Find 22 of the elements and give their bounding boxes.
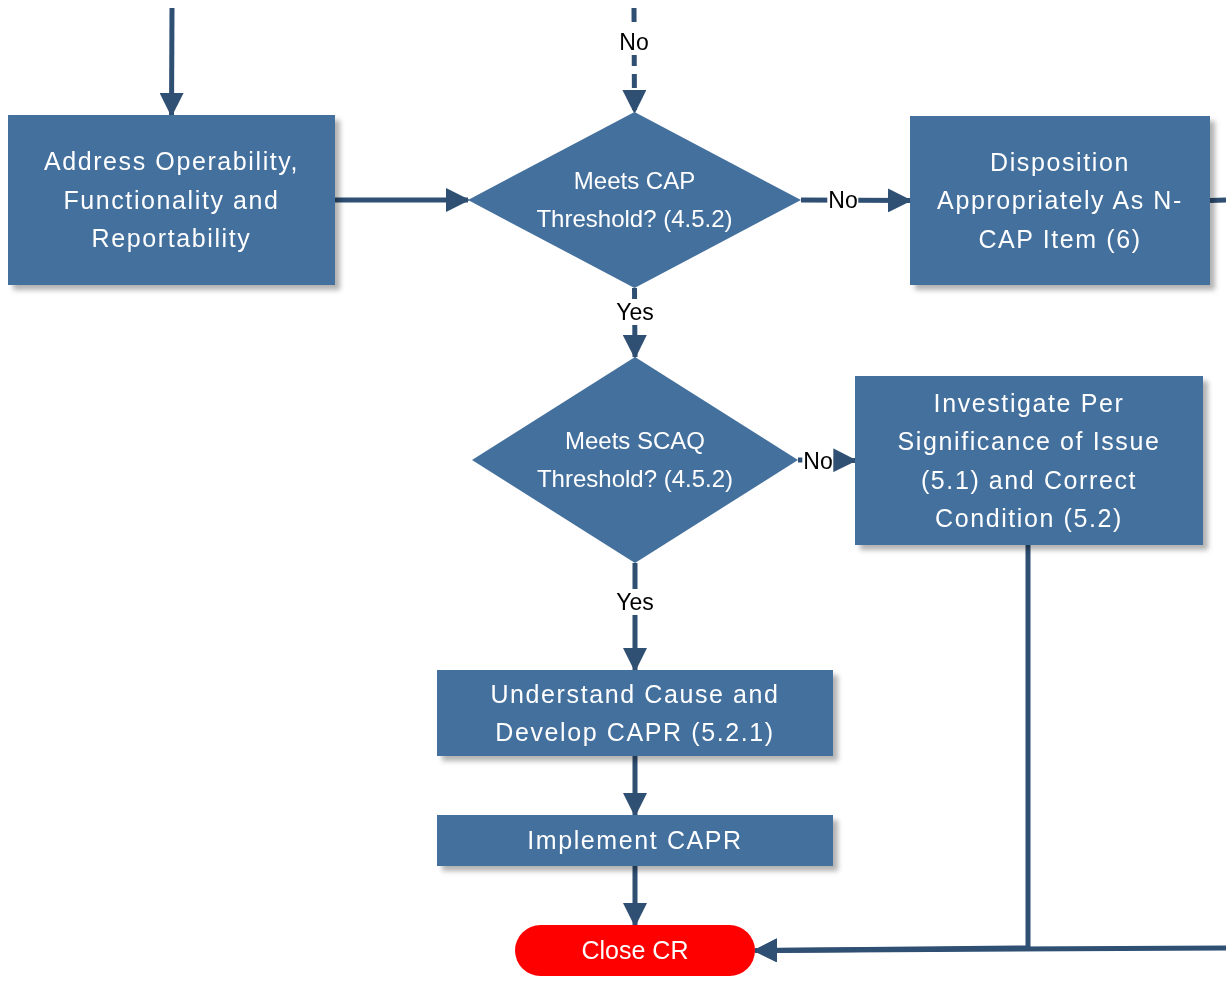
- node-text: Close CR: [581, 935, 689, 967]
- process-box: [437, 670, 833, 756]
- arrow: [623, 866, 647, 927]
- edge-label: No: [802, 448, 834, 474]
- process-box: [437, 815, 833, 866]
- terminal-box: [515, 925, 755, 976]
- edge-label: Yes: [615, 299, 655, 325]
- arrow: [159, 8, 184, 117]
- process-box: [910, 116, 1210, 285]
- node-text: Meets SCAQ Threshold? (4.5.2): [535, 426, 735, 494]
- edge-label: No: [618, 29, 650, 55]
- process-box: [8, 115, 335, 285]
- node-text: Implement CAPR: [527, 825, 743, 857]
- node-text: Understand Cause and Develop CAPR (5.2.1): [489, 678, 781, 748]
- node-text: Meets CAP Threshold? (4.5.2): [535, 166, 734, 234]
- node-text: Disposition Appropriately As N-CAP Item (6): [936, 146, 1184, 255]
- edge-label: Yes: [615, 589, 655, 615]
- process-box: [855, 376, 1203, 545]
- arrow: [623, 756, 647, 817]
- node-text: Investigate Per Significance of Issue (5.1) and Correct Condition (5.2): [896, 387, 1162, 534]
- arrow: [335, 188, 470, 212]
- node-text: Address Operability, Functionality and Reportability: [42, 146, 301, 255]
